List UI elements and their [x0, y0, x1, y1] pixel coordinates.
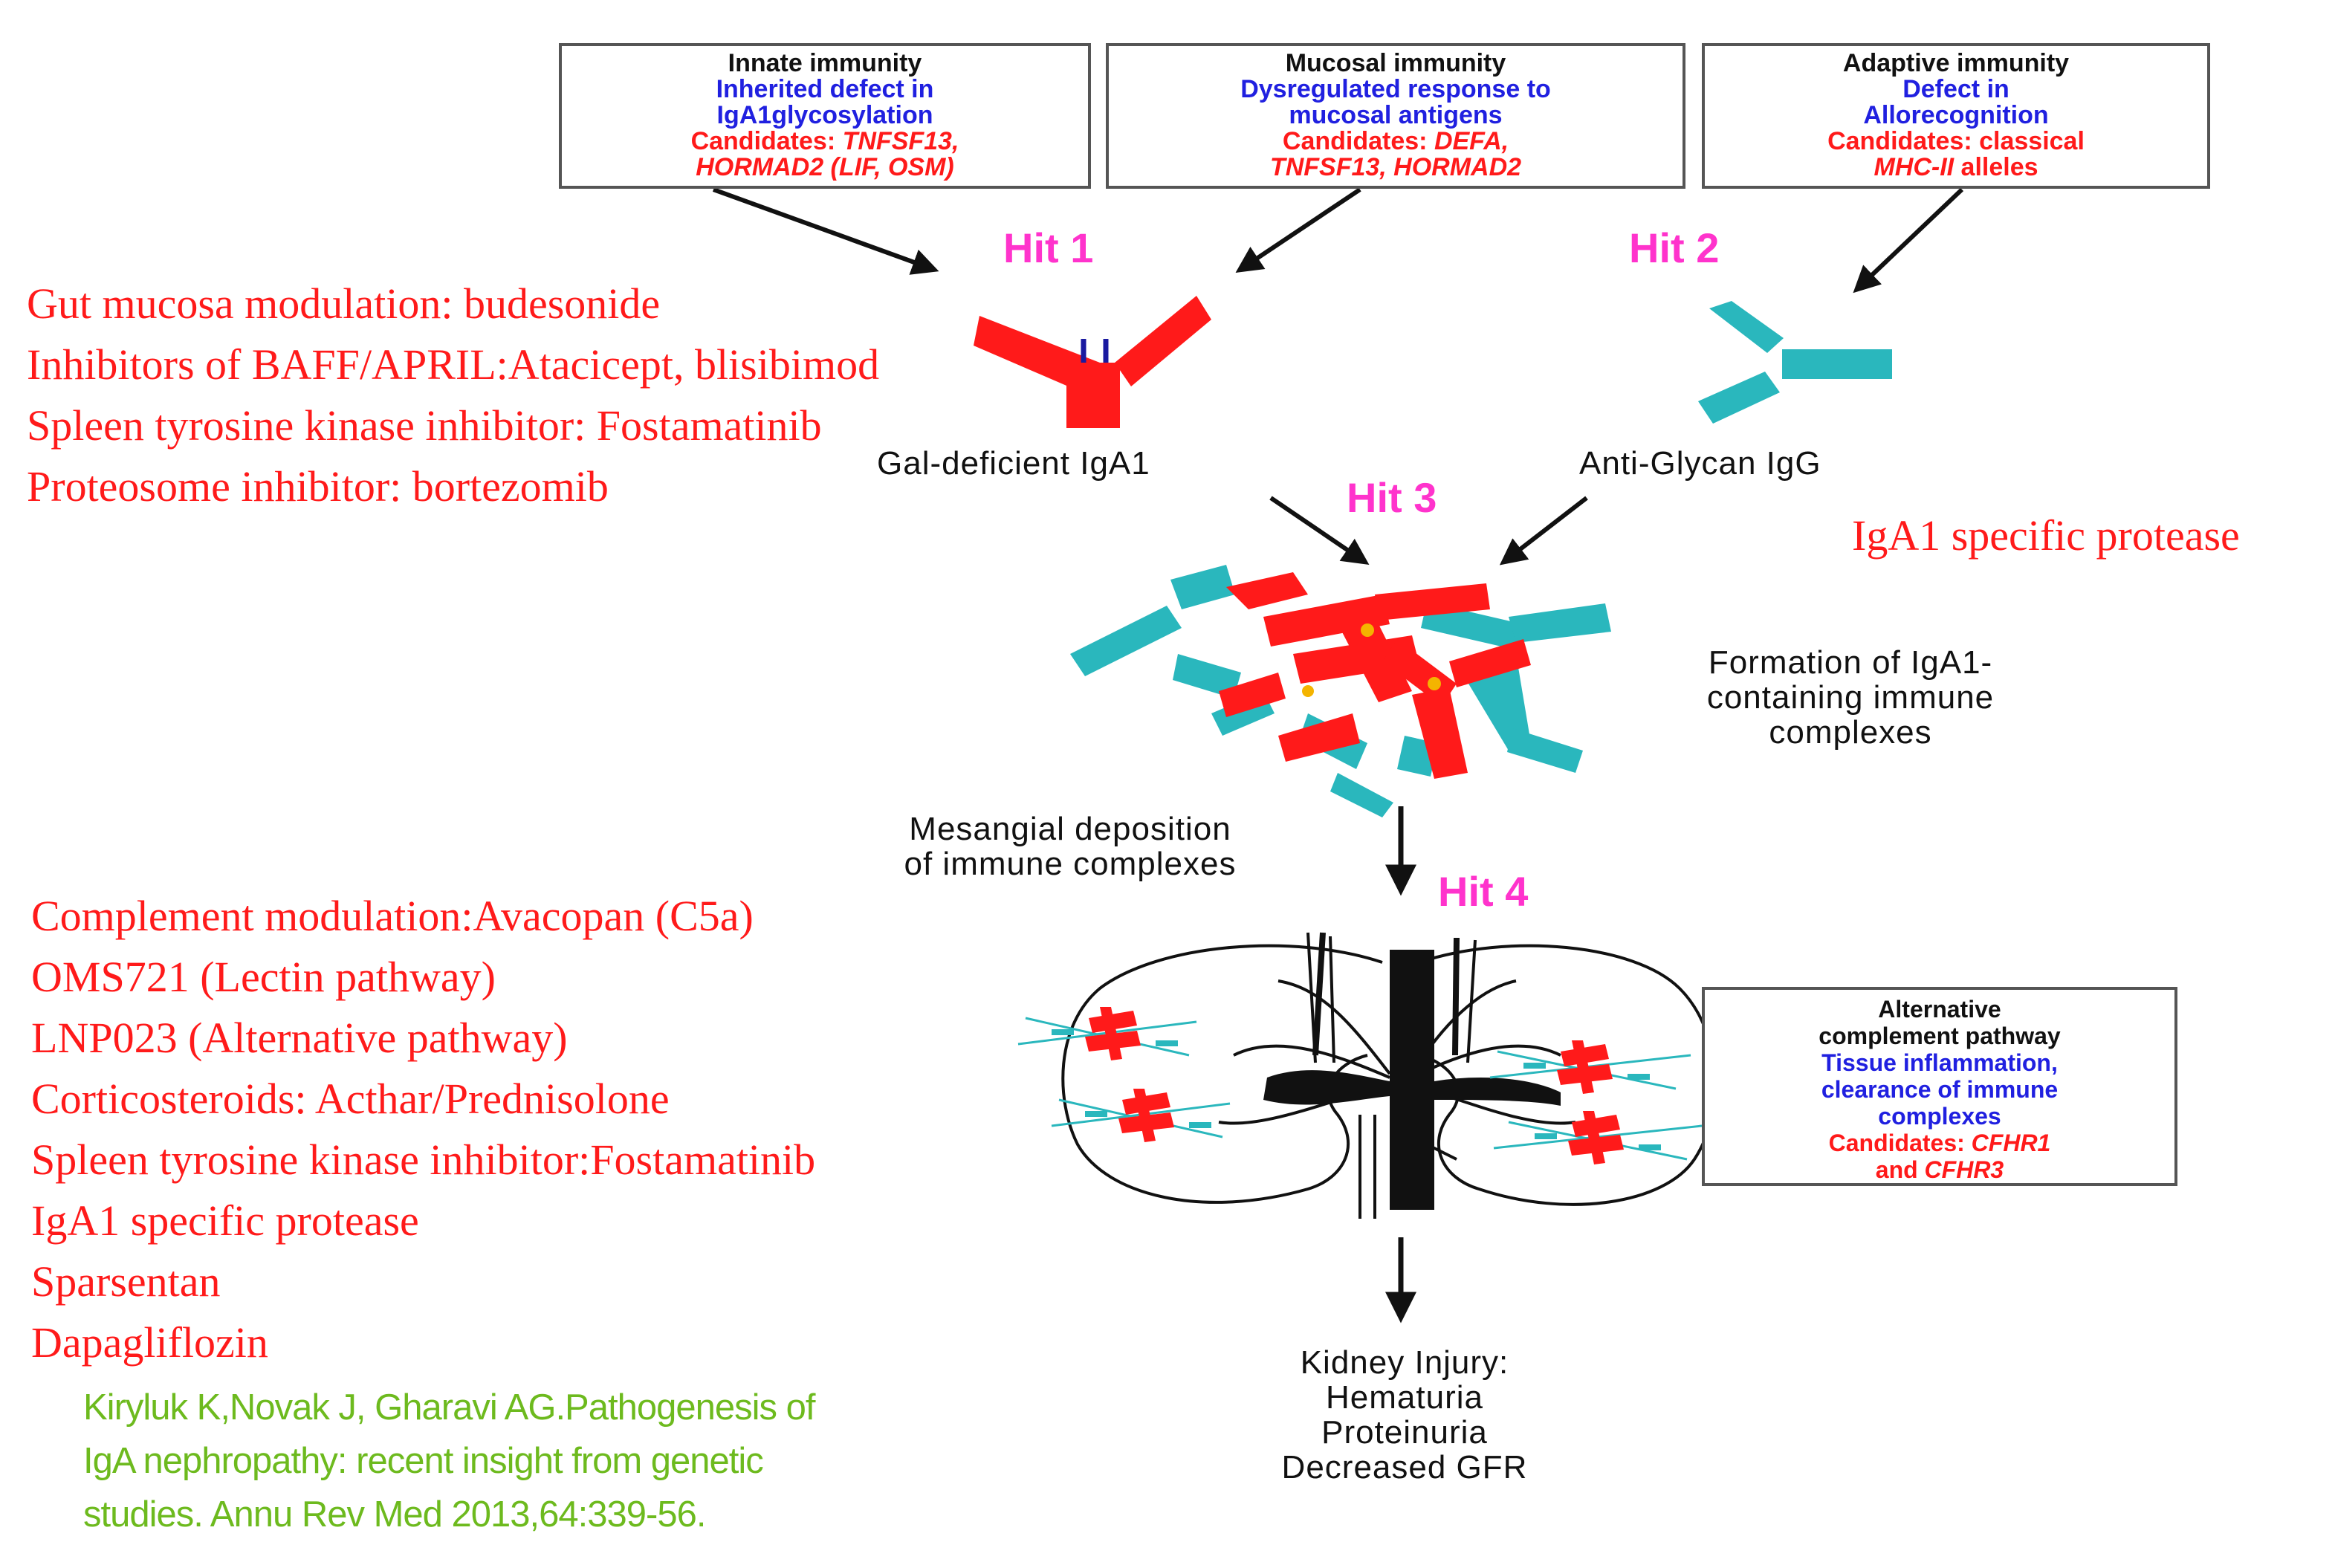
arrow-mucosal-to-hit1	[1235, 187, 1361, 273]
therapy-bottom-item: Corticosteroids: Acthar/Prednisolone	[31, 1075, 670, 1123]
mucosal-box-line2: mucosal antigens	[1289, 101, 1503, 129]
therapy-top-item: Inhibitors of BAFF/APRIL:Atacicept, blis…	[27, 340, 880, 389]
mesangial-deposition-label: Mesangial deposition of immune complexes	[788, 811, 1353, 881]
mucosal-box-title: Mucosal immunity	[1285, 49, 1506, 77]
innate-box-line4: HORMAD2 (LIF, OSM)	[696, 153, 954, 181]
kidney-injury-label: Kidney Injury: Hematuria Proteinuria Dec…	[1189, 1345, 1620, 1485]
alt-box-line1: Tissue inflammation,	[1821, 1049, 2058, 1076]
injury-line3: Proteinuria	[1321, 1414, 1488, 1451]
hit-2-label: Hit 2	[1629, 224, 1720, 271]
adaptive-box-line1: Defect in	[1902, 75, 2009, 103]
alt-candidates-gene2: CFHR3	[1924, 1156, 2004, 1183]
formation-line1: Formation of IgA1-	[1708, 644, 1993, 681]
arrow-adaptive-to-hit2	[1853, 187, 1964, 294]
arrow-iga1-to-complex	[1269, 496, 1370, 566]
alt-and: and	[1875, 1156, 1925, 1183]
adaptive-box-line4: MHC-II alleles	[1873, 155, 2038, 181]
therapy-right-protease: IgA1 specific protease	[1852, 511, 2240, 560]
innate-box-candidates: Candidates: TNFSF13,	[691, 129, 959, 155]
arrow-innate-to-hit1	[712, 187, 939, 275]
therapy-bottom-item: Spleen tyrosine kinase inhibitor:Fostama…	[31, 1135, 816, 1184]
kidney-immune-deposits	[1017, 1007, 1703, 1164]
mucosal-immunity-box: Mucosal immunity Dysregulated response t…	[1106, 43, 1685, 189]
alternative-complement-box: Alternative complement pathway Tissue in…	[1702, 987, 2177, 1186]
adaptive-alleles: alleles	[1954, 153, 2038, 181]
alt-box-line2: clearance of immune	[1821, 1076, 2059, 1103]
injury-line4: Decreased GFR	[1281, 1449, 1528, 1486]
hit-3-label: Hit 3	[1347, 474, 1437, 521]
alt-box-line3: complexes	[1878, 1103, 2001, 1130]
therapy-bottom-item: Complement modulation:Avacopan (C5a)	[31, 892, 754, 940]
adaptive-box-candidates: Candidates: classical	[1827, 127, 2085, 155]
alt-box-candidates: Candidates: CFHR1	[1829, 1130, 2051, 1156]
therapies-top-list: Gut mucosa modulation: budesonide Inhibi…	[27, 273, 879, 517]
hit-1-label: Hit 1	[1003, 224, 1094, 271]
therapy-top-item: Gut mucosa modulation: budesonide	[27, 279, 661, 328]
alt-box-title2: complement pathway	[1819, 1023, 2061, 1049]
therapy-top-item: Proteosome inhibitor: bortezomib	[27, 462, 609, 511]
citation-line3: studies. Annu Rev Med 2013,64:339-56.	[83, 1494, 706, 1535]
citation-line2: IgA nephropathy: recent insight from gen…	[83, 1441, 764, 1481]
adaptive-box-title: Adaptive immunity	[1842, 49, 2070, 77]
immune-complex-cluster-icon	[1070, 565, 1611, 817]
injury-line1: Kidney Injury:	[1300, 1344, 1509, 1381]
therapy-bottom-item: Dapagliflozin	[31, 1318, 268, 1367]
citation: Kiryluk K,Novak J, Gharavi AG.Pathogenes…	[83, 1381, 815, 1541]
therapy-bottom-item: LNP023 (Alternative pathway)	[31, 1014, 568, 1062]
adaptive-immunity-box: Adaptive immunity Defect in Allorecognit…	[1702, 43, 2210, 189]
therapy-bottom-item: OMS721 (Lectin pathway)	[31, 953, 496, 1001]
mucosal-box-line1: Dysregulated response to	[1240, 75, 1551, 103]
gal-deficient-iga1-icon	[974, 296, 1211, 428]
therapy-bottom-item: Sparsentan	[31, 1257, 221, 1306]
innate-box-line2: IgA1glycosylation	[716, 101, 933, 129]
gal-deficient-iga1-label: Gal-deficient IgA1	[877, 445, 1150, 482]
mucosal-candidates-genes: DEFA,	[1434, 127, 1509, 155]
alt-box-title1: Alternative	[1878, 996, 2001, 1023]
alt-candidates-gene1: CFHR1	[1971, 1130, 2051, 1156]
mucosal-box-line4: TNFSF13, HORMAD2	[1269, 153, 1522, 181]
innate-candidates-genes: TNFSF13,	[842, 127, 959, 155]
innate-candidates-prefix: Candidates:	[690, 127, 843, 155]
alt-candidates-prefix: Candidates:	[1828, 1130, 1972, 1156]
adaptive-box-line2: Allorecognition	[1863, 101, 2049, 129]
hit-4-label: Hit 4	[1438, 868, 1529, 915]
formation-line3: complexes	[1769, 714, 1932, 751]
innate-box-title: Innate immunity	[728, 49, 922, 77]
kidney-vessel	[1390, 950, 1434, 1210]
anti-glycan-igg-label: Anti-Glycan IgG	[1579, 445, 1821, 482]
innate-box-line1: Inherited defect in	[716, 75, 934, 103]
formation-line2: containing immune	[1706, 679, 1995, 716]
therapies-bottom-list: Complement modulation:Avacopan (C5a) OMS…	[31, 886, 815, 1373]
therapy-bottom-item: IgA1 specific protease	[31, 1196, 419, 1245]
mucosal-box-candidates: Candidates: DEFA,	[1283, 129, 1509, 155]
anti-glycan-igg-icon	[1698, 301, 1892, 424]
injury-line2: Hematuria	[1326, 1379, 1483, 1416]
innate-immunity-box: Innate immunity Inherited defect in IgA1…	[559, 43, 1091, 189]
formation-label: Formation of IgA1- containing immune com…	[1605, 645, 2096, 750]
adaptive-mhc-italic: MHC-II	[1873, 153, 1955, 181]
citation-line1: Kiryluk K,Novak J, Gharavi AG.Pathogenes…	[83, 1387, 815, 1428]
alt-box-line5: and CFHR3	[1876, 1156, 2004, 1183]
mesangial-line1: Mesangial deposition	[909, 811, 1231, 847]
mesangial-line2: of immune complexes	[904, 846, 1237, 882]
mucosal-candidates-prefix: Candidates:	[1282, 127, 1434, 155]
therapy-top-item: Spleen tyrosine kinase inhibitor: Fostam…	[27, 401, 822, 450]
arrow-igg-to-complex	[1499, 496, 1588, 566]
